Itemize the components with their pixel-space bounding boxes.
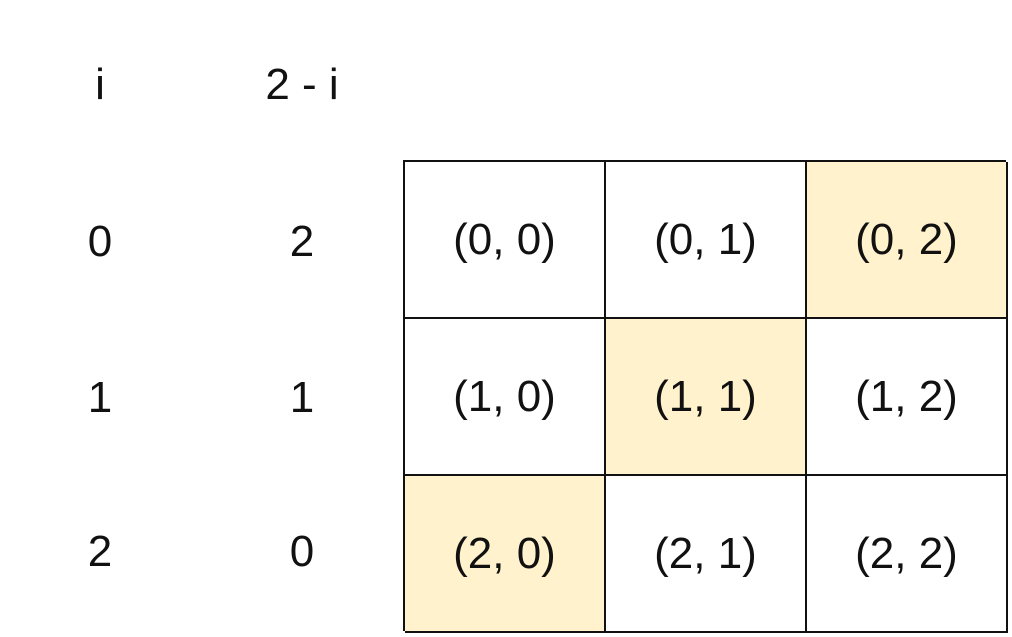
matrix-cell-2-2: (2, 2): [807, 476, 1008, 633]
i-column-header: i: [95, 60, 105, 109]
matrix-cell-1-2: (1, 2): [807, 319, 1008, 476]
i-value-row-2: 2: [87, 527, 113, 576]
two-minus-i-value-row-0: 2: [289, 217, 315, 266]
matrix-cell-0-2: (0, 2): [807, 162, 1008, 319]
two-minus-i-column-header: 2 - i: [265, 60, 339, 109]
i-value-row-1: 1: [87, 373, 113, 422]
matrix-cell-1-0: (1, 0): [405, 319, 606, 476]
matrix-cell-2-0: (2, 0): [405, 476, 606, 633]
i-value-row-0: 0: [87, 217, 113, 266]
matrix-cell-0-1: (0, 1): [606, 162, 807, 319]
two-minus-i-value-row-2: 0: [289, 527, 315, 576]
matrix-cell-1-1: (1, 1): [606, 319, 807, 476]
matrix-cell-0-0: (0, 0): [405, 162, 606, 319]
two-minus-i-value-row-1: 1: [289, 373, 315, 422]
index-matrix-grid: (0, 0) (0, 1) (0, 2) (1, 0) (1, 1) (1, 2…: [403, 160, 1008, 633]
matrix-cell-2-1: (2, 1): [606, 476, 807, 633]
